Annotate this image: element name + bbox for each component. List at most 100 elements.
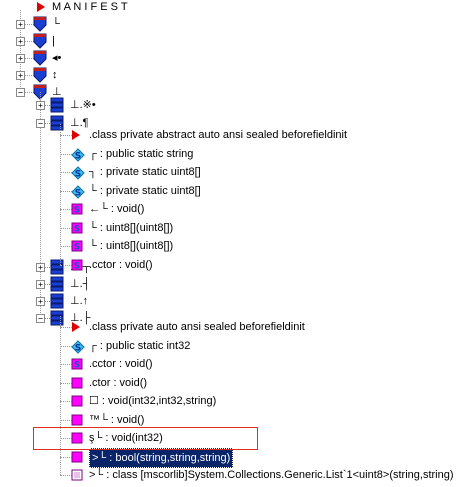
node-label: ┐ : private static uint8[] (89, 166, 201, 178)
node-label: .class private abstract auto ansi sealed… (89, 129, 348, 141)
tree-node[interactable]: └ (0, 15, 469, 33)
tree-node[interactable]: S ←└ : void() (0, 200, 469, 218)
svg-text:S: S (74, 206, 80, 216)
tree-node[interactable]: .ctor : void() (0, 374, 469, 392)
static-method-icon: S (71, 240, 83, 258)
node-label: M A N I F E S T (52, 1, 128, 13)
svg-text:S: S (75, 189, 81, 199)
expand-namespace-toggle[interactable]: + (16, 37, 25, 46)
tree-node[interactable]: S └ : uint8[](uint8[]) (0, 219, 469, 237)
class-blocks-icon (50, 310, 64, 332)
namespace-shield-icon (33, 67, 47, 89)
tree-node[interactable]: S └ : private static uint8[] (0, 182, 469, 200)
tree-node[interactable]: S ┐ : private static uint8[] (0, 163, 469, 181)
namespace-shield-icon (33, 50, 47, 72)
class-blocks-icon (50, 115, 64, 137)
node-label: ⊥ (52, 86, 62, 98)
red-triangle-icon (36, 1, 46, 19)
expand-class-toggle[interactable]: + (36, 263, 45, 272)
static-field-icon: S (71, 148, 85, 168)
tree-node[interactable]: S ┌ : public static int32 (0, 337, 469, 355)
tree-node[interactable]: ⊥.※• (0, 96, 469, 114)
tree-node[interactable]: M A N I F E S T (0, 0, 469, 16)
node-label: └ : uint8[](uint8[]) (89, 222, 174, 234)
node-label: ←└ : void() (89, 203, 145, 215)
node-label: ⊥.┤ (70, 278, 91, 290)
node-label: ş└ : void(int32) (89, 432, 163, 444)
node-label: ⊥.├ (70, 312, 91, 324)
method-icon (71, 432, 83, 450)
node-label: ⊥.¶ (70, 117, 89, 129)
method-icon (71, 451, 83, 469)
expand-class-toggle[interactable]: + (36, 280, 45, 289)
static-method-icon: S (71, 203, 83, 221)
node-label: ┌ : public static string (89, 148, 194, 160)
class-blocks-icon (50, 97, 64, 119)
node-label: ◂• (52, 52, 62, 64)
static-field-icon: S (71, 166, 85, 186)
tree-node[interactable]: ⊥.¶ (0, 114, 469, 132)
tree-node[interactable]: S └ : uint8[](uint8[]) (0, 237, 469, 255)
node-label: ⊥.※• (70, 99, 96, 111)
collapse-class-toggle[interactable]: − (36, 314, 45, 323)
expand-namespace-toggle[interactable]: + (16, 20, 25, 29)
tree-node[interactable]: ™└ : void() (0, 411, 469, 429)
highlight-box (33, 427, 258, 450)
static-method-icon: S (71, 358, 83, 376)
tree-node[interactable]: ☐ : void(int32,int32,string) (0, 392, 469, 410)
node-label: └ : uint8[](uint8[]) (89, 240, 174, 252)
static-method-icon: S (71, 259, 83, 277)
tree-node[interactable]: S.cctor : void() (0, 256, 469, 274)
svg-text:S: S (74, 243, 80, 253)
tree-node[interactable]: ⊥.┤ (0, 275, 469, 293)
node-label: ⊥.↑ (70, 295, 89, 307)
tree-node[interactable]: >└ : bool(string,string,string) (0, 448, 469, 469)
tree-node[interactable]: ⊥.├ (0, 309, 469, 327)
tree-node[interactable]: S ┌ : public static string (0, 145, 469, 163)
tree-node[interactable]: ş└ : void(int32) (0, 429, 469, 447)
static-field-icon: S (71, 340, 85, 360)
node-label: | (52, 35, 55, 47)
class-blocks-icon (50, 293, 64, 315)
node-label: ↕ (52, 69, 58, 81)
tree-node[interactable]: .class private auto ansi sealed beforefi… (0, 318, 469, 336)
tree-node[interactable]: ⊥.↑ (0, 292, 469, 310)
collapse-class-toggle[interactable]: − (36, 119, 45, 128)
node-label: └ (52, 18, 60, 30)
red-triangle-icon (71, 129, 81, 147)
tree-node[interactable]: ◂• (0, 49, 469, 67)
namespace-shield-icon (33, 16, 47, 38)
class-blocks-icon (50, 276, 64, 298)
red-triangle-icon (71, 321, 81, 339)
tree-node[interactable]: | (0, 32, 469, 50)
svg-text:S: S (74, 262, 80, 272)
static-method-icon: S (71, 222, 83, 240)
method-icon (71, 414, 83, 432)
tree-node[interactable]: S .cctor : void() (0, 355, 469, 373)
class-blocks-icon (50, 259, 64, 281)
node-label: └ : private static uint8[] (89, 185, 201, 197)
static-field-icon: S (71, 185, 85, 205)
svg-text:S: S (75, 344, 81, 354)
collapse-namespace-toggle[interactable]: − (16, 88, 25, 97)
svg-text:S: S (74, 361, 80, 371)
expand-namespace-toggle[interactable]: + (16, 54, 25, 63)
svg-text:S: S (74, 225, 80, 235)
node-label: >└ : bool(string,string,string) (89, 448, 234, 468)
node-label: >└ : class [mscorlib]System.Collections.… (89, 469, 454, 481)
expand-namespace-toggle[interactable]: + (16, 71, 25, 80)
tree-node[interactable]: ↕ (0, 66, 469, 84)
svg-text:S: S (75, 152, 81, 162)
node-label: .cctor : void() (89, 358, 153, 370)
method-icon (71, 395, 83, 413)
tree-node[interactable]: >└ : class [mscorlib]System.Collections.… (0, 466, 469, 484)
node-label: ┌ : public static int32 (89, 340, 191, 352)
node-label: ☐ : void(int32,int32,string) (89, 395, 217, 407)
node-label: ™└ : void() (89, 414, 145, 426)
expand-class-toggle[interactable]: + (36, 101, 45, 110)
method-outline-icon (71, 469, 83, 487)
method-icon (71, 377, 83, 395)
expand-class-toggle[interactable]: + (36, 297, 45, 306)
tree-node[interactable]: .class private abstract auto ansi sealed… (0, 126, 469, 144)
svg-text:S: S (75, 170, 81, 180)
